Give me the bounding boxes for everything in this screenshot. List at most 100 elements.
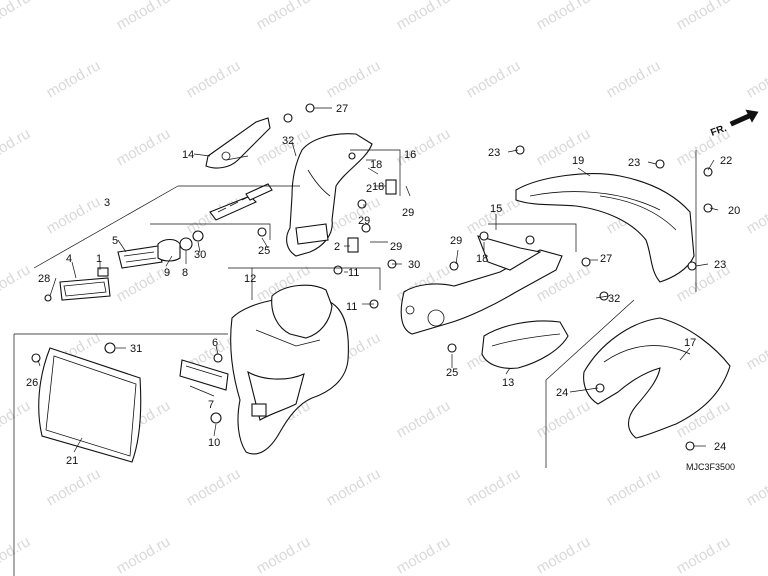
- callout-5: 5: [112, 235, 118, 247]
- watermark-text: motod.ru: [464, 57, 524, 101]
- watermark-text: motod.ru: [114, 125, 174, 169]
- callout-27: 27: [600, 253, 612, 265]
- watermark-text: motod.ru: [324, 57, 384, 101]
- grab-rail-13: [481, 320, 569, 369]
- callout-28: 28: [38, 273, 50, 285]
- callout-30: 30: [194, 249, 206, 261]
- license-light-5: [117, 230, 204, 269]
- watermark-text: motod.ru: [464, 193, 524, 237]
- callout-24: 24: [556, 387, 568, 399]
- watermark-text: motod.ru: [604, 57, 664, 101]
- callout-10: 10: [208, 437, 220, 449]
- watermark-text: motod.ru: [0, 533, 33, 576]
- callout-11: 11: [346, 301, 357, 313]
- watermark-text: motod.ru: [744, 193, 768, 237]
- watermark-text: motod.ru: [0, 125, 33, 169]
- watermark-text: motod.ru: [744, 57, 768, 101]
- watermark-text: motod.ru: [184, 465, 244, 509]
- callout-32: 32: [608, 293, 620, 305]
- watermark-text: motod.ru: [184, 57, 244, 101]
- watermark-text: motod.ru: [254, 0, 314, 33]
- watermark-text: motod.ru: [0, 397, 33, 441]
- callout-3: 3: [104, 197, 110, 209]
- callout-2: 2: [366, 183, 372, 195]
- callout-29: 29: [390, 241, 402, 253]
- front-direction-label: FR.: [709, 123, 728, 139]
- callout-labels: 1223456789101111121314151617181818192021…: [26, 103, 740, 467]
- side-cover-17: [583, 317, 731, 439]
- callout-31: 31: [130, 343, 142, 355]
- callout-32: 32: [282, 135, 294, 147]
- callout-29: 29: [450, 235, 462, 247]
- callout-24: 24: [714, 441, 726, 453]
- callout-13: 13: [502, 377, 514, 389]
- callout-29: 29: [402, 207, 414, 219]
- leader-lines: [37, 107, 719, 453]
- license-plate-21: [38, 347, 142, 463]
- callout-15: 15: [490, 203, 502, 215]
- watermark-text: motod.ru: [674, 0, 734, 33]
- watermark-text: motod.ru: [394, 125, 454, 169]
- watermark-text: motod.ru: [394, 397, 454, 441]
- callout-6: 6: [212, 337, 218, 349]
- callout-22: 22: [720, 155, 732, 167]
- rear-fender-12: [230, 284, 349, 455]
- watermark-text: motod.ru: [44, 57, 104, 101]
- watermark-text: motod.ru: [674, 533, 734, 576]
- diagram-code: MJC3F3500: [686, 462, 735, 472]
- watermark-text: motod.ru: [114, 533, 174, 576]
- seat-cowl-19: [515, 173, 695, 283]
- callout-7: 7: [208, 399, 214, 411]
- callout-16: 16: [404, 149, 416, 161]
- callout-27: 27: [336, 103, 348, 115]
- callout-23: 23: [488, 147, 500, 159]
- callout-9: 9: [164, 267, 170, 279]
- watermark-text: motod.ru: [0, 0, 33, 33]
- wire-harness: [209, 183, 273, 221]
- grouping-lines: [13, 149, 697, 576]
- callout-23: 23: [628, 157, 640, 169]
- callout-19: 19: [572, 155, 584, 167]
- clip-icons: [347, 179, 397, 253]
- watermark-text: motod.ru: [534, 125, 594, 169]
- watermark-text: motod.ru: [0, 261, 33, 305]
- callout-11: 11: [348, 267, 359, 279]
- callout-26: 26: [26, 377, 38, 389]
- bracket-14: [205, 117, 271, 169]
- callout-18: 18: [476, 253, 488, 265]
- watermark-text: motod.ru: [114, 0, 174, 33]
- watermark-text: motod.ru: [744, 465, 768, 509]
- callout-18: 18: [370, 159, 382, 171]
- callout-12: 12: [244, 273, 256, 285]
- bolt-icons: [31, 103, 713, 451]
- reflector-7: [179, 359, 229, 391]
- watermark-text: motod.ru: [744, 329, 768, 373]
- front-direction-arrow-icon: [729, 109, 759, 127]
- callout-18: 18: [372, 181, 384, 193]
- callout-25: 25: [446, 367, 458, 379]
- watermark-text: motod.ru: [44, 193, 104, 237]
- callout-29: 29: [358, 215, 370, 227]
- mudguard-bracket-16: [286, 133, 373, 257]
- watermark-text: motod.ru: [394, 533, 454, 576]
- watermark-text: motod.ru: [604, 465, 664, 509]
- watermark-text: motod.ru: [534, 533, 594, 576]
- callout-21: 21: [66, 455, 78, 467]
- watermark-text: motod.ru: [44, 465, 104, 509]
- watermark-text: motod.ru: [534, 0, 594, 33]
- watermark-text: motod.ru: [254, 533, 314, 576]
- tail-light-4: [59, 267, 111, 301]
- callout-14: 14: [182, 149, 194, 161]
- callout-23: 23: [714, 259, 726, 271]
- callout-2: 2: [334, 241, 340, 253]
- watermark-text: motod.ru: [324, 465, 384, 509]
- callout-17: 17: [684, 337, 696, 349]
- watermark-text: motod.ru: [394, 0, 454, 33]
- callout-1: 1: [96, 253, 102, 265]
- callout-20: 20: [728, 205, 740, 217]
- callout-4: 4: [66, 253, 72, 265]
- callout-8: 8: [182, 267, 188, 279]
- watermark-text: motod.ru: [464, 465, 524, 509]
